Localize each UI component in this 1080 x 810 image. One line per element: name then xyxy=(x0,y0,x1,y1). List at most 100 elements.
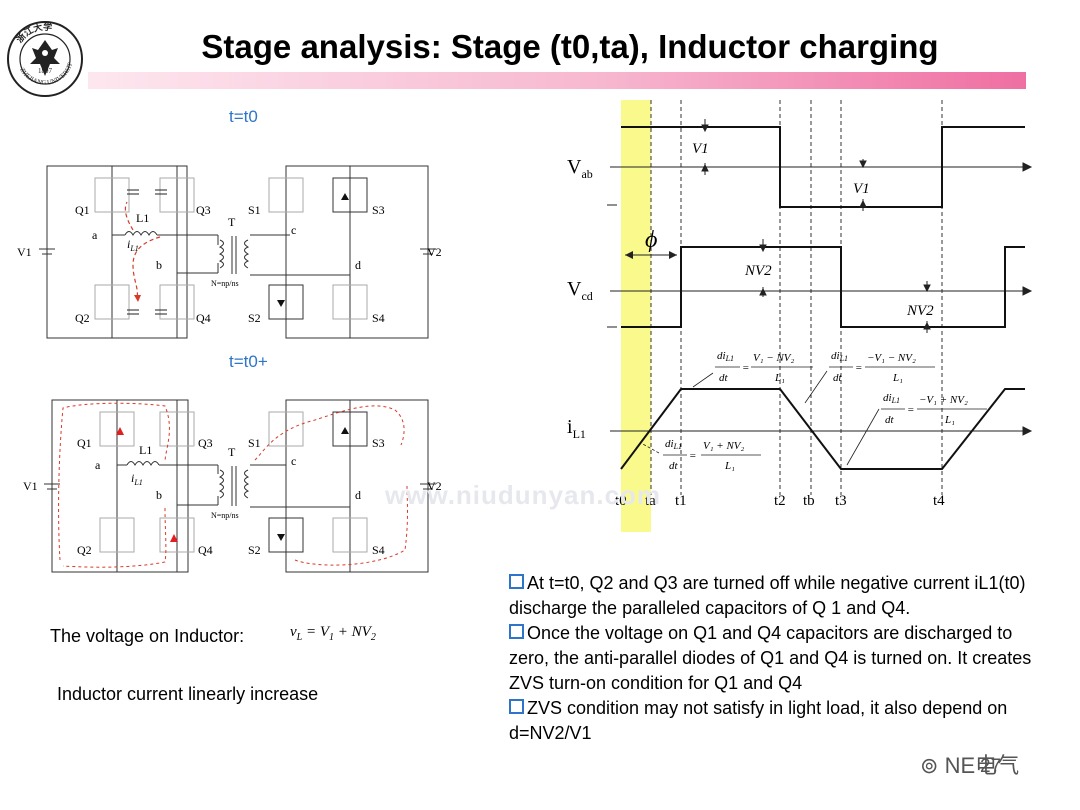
label-il1: iL1 xyxy=(127,237,139,253)
label-q3: Q3 xyxy=(198,436,213,450)
svg-text:−V₁ − NV₂: −V₁ − NV₂ xyxy=(867,352,916,364)
signal-label-vab: Vab xyxy=(567,156,593,181)
label-s3: S3 xyxy=(372,203,385,217)
label-v1: V1 xyxy=(23,479,38,493)
signal-label-vcd: Vcd xyxy=(567,278,593,303)
page-title: Stage analysis: Stage (t0,ta), Inductor … xyxy=(201,28,939,65)
university-seal-icon xyxy=(30,40,60,76)
bullet-item: ZVS condition may not satisfy in light l… xyxy=(509,698,1008,743)
time-label-tb: tb xyxy=(803,493,815,509)
svg-text:−V₁ + NV₂: −V₁ + NV₂ xyxy=(919,394,968,406)
wechat-icon: ⊚ xyxy=(920,753,939,778)
square-bullet-icon xyxy=(509,699,524,714)
circuit-diagram-t0: Q1 Q3 Q2 Q4 S1 S3 S2 S4 L1 iL1 T a b c d… xyxy=(17,165,442,339)
title-underline-bar xyxy=(88,72,1026,89)
bullet-list: At t=t0, Q2 and Q3 are turned off while … xyxy=(509,571,1039,746)
svg-text:dt: dt xyxy=(669,460,679,472)
label-s4: S4 xyxy=(372,543,385,557)
slope-annotation-rise-low: diL1 dt = −V₁ + NV₂ L₁ xyxy=(846,392,987,466)
label-q3: Q3 xyxy=(196,203,211,217)
label-v1: V1 xyxy=(17,245,32,259)
watermark-text: www.niudunyan.com xyxy=(385,480,662,510)
label-v2: V2 xyxy=(427,479,442,493)
amp-label-v1-a: V1 xyxy=(692,141,709,157)
label-v2: V2 xyxy=(427,245,442,259)
label-node-d: d xyxy=(355,488,361,502)
time-label-t2: t2 xyxy=(774,493,786,509)
svg-text:浙江大学: 浙江大学 xyxy=(13,21,52,45)
label-turns-ratio: N=np/ns xyxy=(211,279,239,288)
svg-text:diL1: diL1 xyxy=(883,392,900,405)
il1-waveform xyxy=(620,388,1025,470)
inductor-voltage-equation: vL = V1 + NV2 xyxy=(290,624,376,643)
slope-annotation-fall: diL1 dt = −V₁ − NV₂ L₁ xyxy=(804,350,935,404)
state-label-t0: t=t0 xyxy=(229,107,258,126)
label-l1: L1 xyxy=(136,211,149,225)
signal-label-il1: iL1 xyxy=(567,416,586,441)
label-q4: Q4 xyxy=(196,311,211,325)
label-node-c: c xyxy=(291,223,296,237)
time-label-t0: t0 xyxy=(615,493,627,509)
svg-text:=: = xyxy=(907,404,914,416)
circuit-diagram-t0-plus: Q1 Q3 Q2 Q4 S1 S3 S2 S4 L1 iL1 T a b c d… xyxy=(23,399,442,573)
state-label-t0-plus: t=t0+ xyxy=(229,352,268,371)
bullet-item: At t=t0, Q2 and Q3 are turned off while … xyxy=(509,573,1026,618)
svg-text:L₁: L₁ xyxy=(724,460,735,472)
label-s3: S3 xyxy=(372,436,385,450)
label-node-b: b xyxy=(156,488,162,502)
voltage-on-inductor-label: The voltage on Inductor: xyxy=(50,626,245,646)
time-label-t1: t1 xyxy=(675,493,687,509)
label-transformer: T xyxy=(228,445,236,459)
label-node-a: a xyxy=(92,228,98,242)
square-bullet-icon xyxy=(509,574,524,589)
phase-symbol: ϕ xyxy=(645,227,657,253)
label-turns-ratio: N=np/ns xyxy=(211,511,239,520)
label-s1: S1 xyxy=(248,436,261,450)
label-s2: S2 xyxy=(248,543,261,557)
wechat-watermark: ⊚ NE电气 xyxy=(920,753,1020,778)
svg-text:L₁: L₁ xyxy=(774,372,785,384)
label-q1: Q1 xyxy=(75,203,90,217)
label-il1: iL1 xyxy=(131,471,143,487)
amp-label-v1-b: V1 xyxy=(853,181,870,197)
logo-top-text: 浙江大学 xyxy=(13,21,52,45)
label-s2: S2 xyxy=(248,311,261,325)
label-q2: Q2 xyxy=(77,543,92,557)
svg-text:dt: dt xyxy=(885,414,895,426)
bullet-item: Once the voltage on Q1 and Q4 capacitors… xyxy=(509,623,1032,693)
label-node-a: a xyxy=(95,458,101,472)
label-node-c: c xyxy=(291,454,296,468)
label-q1: Q1 xyxy=(77,436,92,450)
svg-text:V₁ + NV₂: V₁ + NV₂ xyxy=(703,440,745,452)
amp-label-nv2-b: NV2 xyxy=(906,303,934,319)
svg-text:diL1: diL1 xyxy=(717,350,734,363)
svg-text:=: = xyxy=(742,362,749,374)
time-label-ta: ta xyxy=(645,493,656,509)
label-node-d: d xyxy=(355,258,361,272)
label-q2: Q2 xyxy=(75,311,90,325)
svg-text:diL1: diL1 xyxy=(831,350,848,363)
svg-text:=: = xyxy=(689,450,696,462)
time-label-t3: t3 xyxy=(835,493,847,509)
logo-year: 1897 xyxy=(38,67,53,75)
svg-text:dt: dt xyxy=(719,372,729,384)
page-number: 27 xyxy=(980,756,1002,777)
slope-annotation-rise-top: diL1 dt = V₁ − NV₂ L₁ xyxy=(692,350,813,388)
label-transformer: T xyxy=(228,215,236,229)
svg-text:V₁ − NV₂: V₁ − NV₂ xyxy=(753,352,795,364)
highlight-stage-band xyxy=(621,100,651,532)
label-q4: Q4 xyxy=(198,543,213,557)
vcd-waveform xyxy=(621,246,1025,328)
label-s4: S4 xyxy=(372,311,385,325)
svg-text:L₁: L₁ xyxy=(892,372,903,384)
svg-text:diL1: diL1 xyxy=(665,438,682,451)
inductor-current-note: Inductor current linearly increase xyxy=(57,684,319,704)
slope-annotation-charge: diL1 dt = V₁ + NV₂ L₁ xyxy=(640,438,761,472)
label-l1: L1 xyxy=(139,443,152,457)
square-bullet-icon xyxy=(509,624,524,639)
svg-text:=: = xyxy=(855,362,862,374)
label-s1: S1 xyxy=(248,203,261,217)
waveform-diagram: ϕ Vab Vcd iL1 V1 V1 NV2 NV2 diL1 dt = V₁… xyxy=(567,100,1033,532)
university-logo: 浙江大学 ZHEJIANG UNIVERSITY 1897 xyxy=(6,20,83,97)
amp-label-nv2-a: NV2 xyxy=(744,263,772,279)
